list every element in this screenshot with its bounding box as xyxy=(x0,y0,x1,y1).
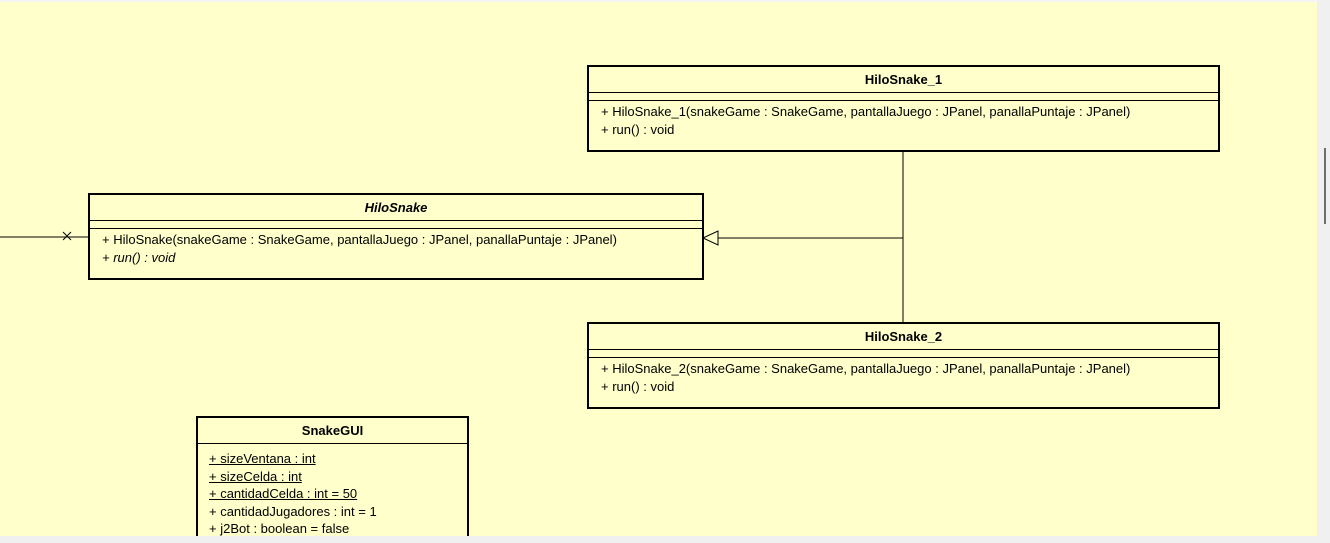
diagram-canvas: HiloSnake_1 + HiloSnake_1(snakeGame : Sn… xyxy=(0,2,1317,536)
inheritance-arrow-icon xyxy=(701,230,719,246)
operation-run: + run() : void xyxy=(601,122,675,137)
operation-constructor: + HiloSnake(snakeGame : SnakeGame, panta… xyxy=(102,232,617,247)
operations-compartment: + HiloSnake_2(snakeGame : SnakeGame, pan… xyxy=(589,358,1218,400)
operations-compartment: + HiloSnake(snakeGame : SnakeGame, panta… xyxy=(90,229,702,271)
class-name: SnakeGUI xyxy=(198,418,467,444)
operation-run: + run() : void xyxy=(601,379,675,394)
attribute-cantidadcelda: + cantidadCelda : int = 50 xyxy=(209,486,358,501)
class-name: HiloSnake xyxy=(90,195,702,221)
operation-constructor: + HiloSnake_1(snakeGame : SnakeGame, pan… xyxy=(601,104,1131,119)
attribute-sizecelda: + sizeCelda : int xyxy=(209,468,302,484)
operations-compartment: + HiloSnake_1(snakeGame : SnakeGame, pan… xyxy=(589,101,1218,143)
attributes-compartment xyxy=(589,93,1218,101)
class-hilosnake-1[interactable]: HiloSnake_1 + HiloSnake_1(snakeGame : Sn… xyxy=(587,65,1220,152)
attribute-j2bot: + j2Bot : boolean = false xyxy=(209,521,350,536)
class-snakegui[interactable]: SnakeGUI + sizeVentana : int + sizeCelda… xyxy=(196,416,469,536)
class-name: HiloSnake_2 xyxy=(589,324,1218,350)
relationship-lines xyxy=(0,152,904,323)
attributes-compartment xyxy=(589,350,1218,358)
attributes-compartment: + sizeVentana : int + sizeCelda : int + … xyxy=(198,444,467,536)
attributes-compartment xyxy=(90,221,702,229)
operation-run: + run() : void xyxy=(102,250,176,265)
vertical-scrollbar[interactable] xyxy=(1317,0,1330,543)
operation-constructor: + HiloSnake_2(snakeGame : SnakeGame, pan… xyxy=(601,361,1131,376)
attribute-sizeventana: + sizeVentana : int xyxy=(209,451,316,466)
navigability-x-icon xyxy=(62,231,72,241)
attribute-cantidadjugadores: + cantidadJugadores : int = 1 xyxy=(209,503,377,519)
class-hilosnake[interactable]: HiloSnake + HiloSnake(snakeGame : SnakeG… xyxy=(88,193,704,280)
class-hilosnake-2[interactable]: HiloSnake_2 + HiloSnake_2(snakeGame : Sn… xyxy=(587,322,1220,409)
horizontal-scrollbar[interactable] xyxy=(0,536,1317,543)
vertical-scrollbar-thumb[interactable] xyxy=(1324,148,1326,224)
class-name: HiloSnake_1 xyxy=(589,67,1218,93)
